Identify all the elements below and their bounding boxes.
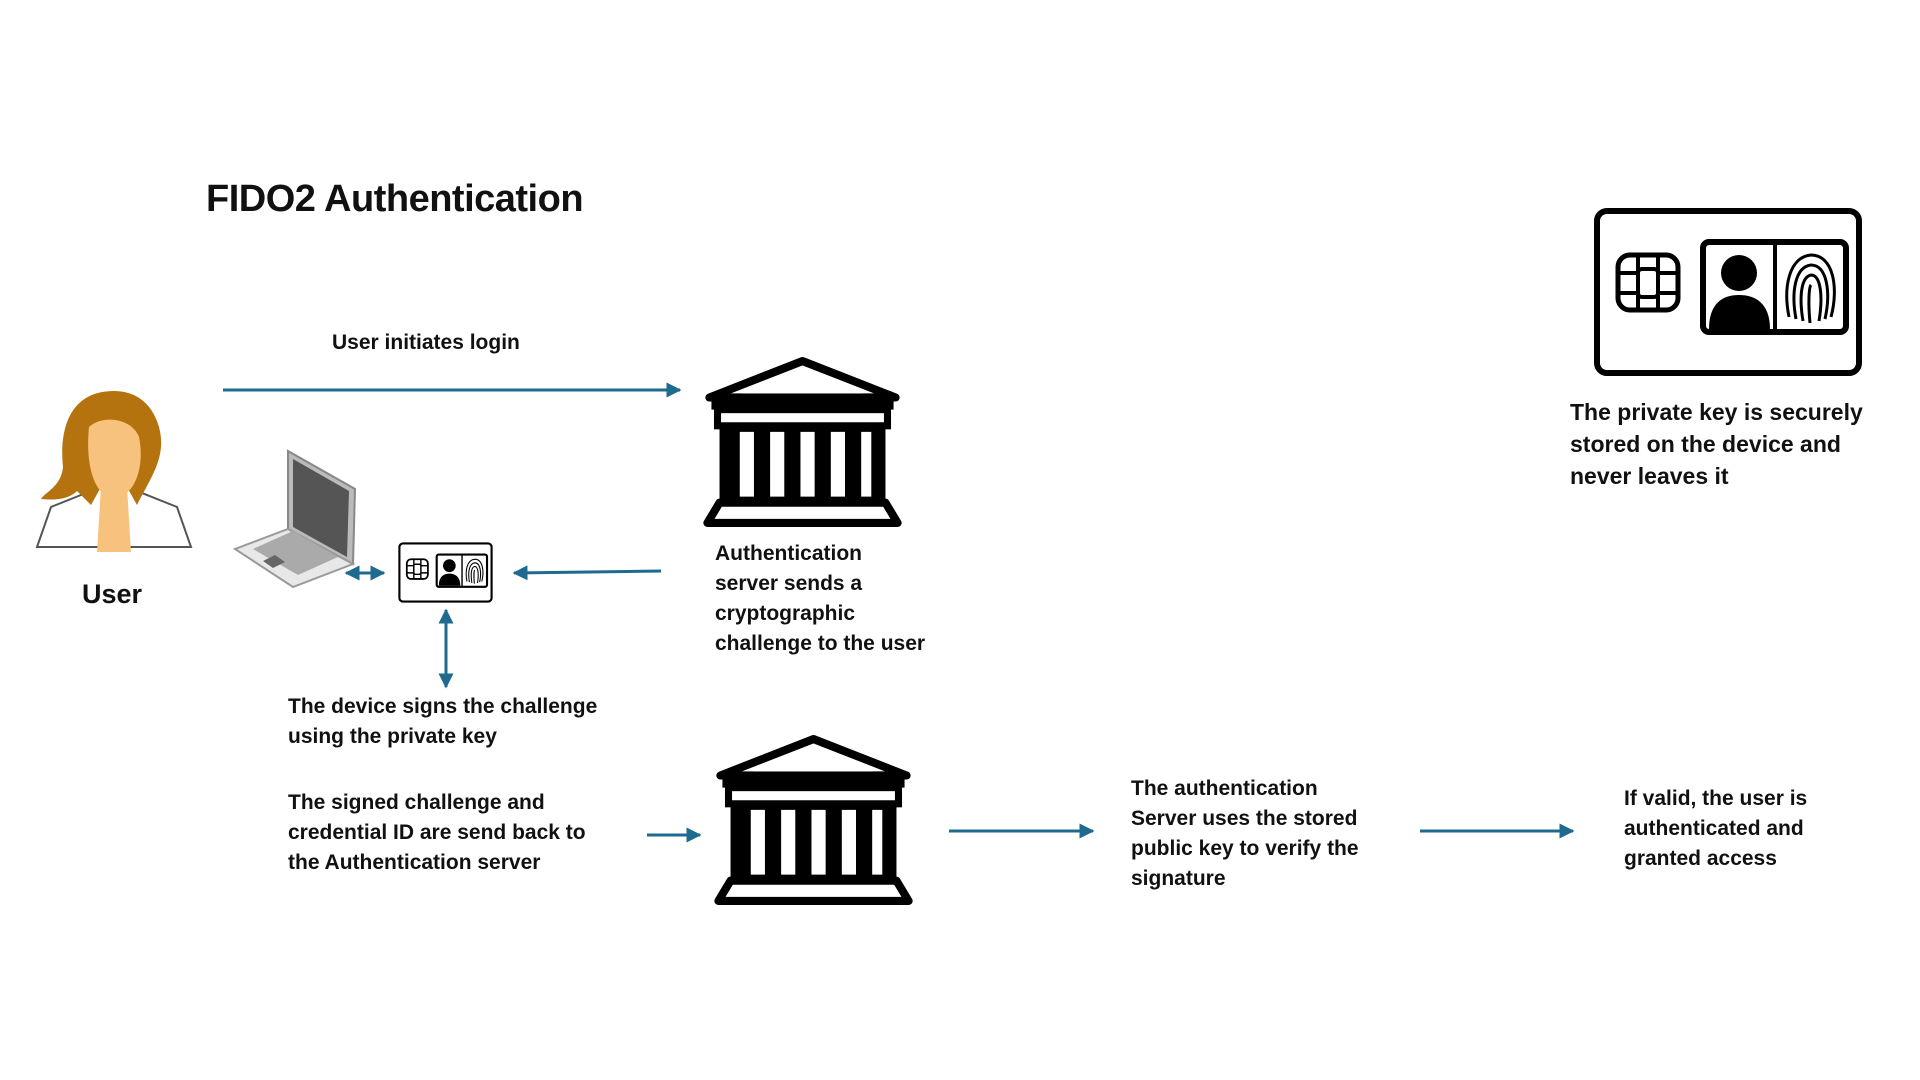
user-avatar-icon [35,391,193,552]
challenge-line: challenge to the user [715,632,926,655]
login-arrow [223,382,1575,843]
sign-line: using the private key [288,725,497,748]
verify-line: public key to verify the [1131,837,1359,860]
sign-line: The device signs the challenge [288,695,598,718]
granted-line: If valid, the user is [1624,787,1808,810]
private-key-line: The private key is securely [1570,399,1863,425]
auth-server-verify-icon [711,735,916,907]
challenge-label: Authentication server sends a cryptograp… [715,539,925,659]
send-back-line: credential ID are send back to [288,821,586,844]
laptop-icon [232,449,357,589]
challenge-line: cryptographic [715,602,856,625]
verify-line: The authentication [1131,777,1318,800]
initiate-login-label: User initiates login [332,331,520,354]
granted-line: authenticated and [1624,817,1804,840]
granted-label: If valid, the user is authenticated and … [1624,784,1807,874]
verify-label: The authentication Server uses the store… [1131,774,1359,894]
private-key-note: The private key is securely stored on th… [1570,396,1863,492]
challenge-line: server sends a [715,572,863,595]
challenge-line: Authentication [715,542,862,565]
private-key-line: never leaves it [1570,463,1729,489]
granted-line: granted access [1624,847,1777,870]
security-key-card-icon [398,542,493,603]
verify-line: signature [1131,867,1226,890]
send-back-line: the Authentication server [288,851,541,874]
user-label: User [82,579,143,609]
verify-line: Server uses the stored [1131,807,1358,830]
send-back-line: The signed challenge and [288,791,545,814]
auth-server-icon [700,357,905,529]
sign-label: The device signs the challenge using the… [288,692,597,752]
private-key-card-icon [1593,207,1863,377]
send-back-label: The signed challenge and credential ID a… [288,788,586,878]
page-title: FIDO2 Authentication [206,178,584,220]
private-key-line: stored on the device and [1570,431,1841,457]
